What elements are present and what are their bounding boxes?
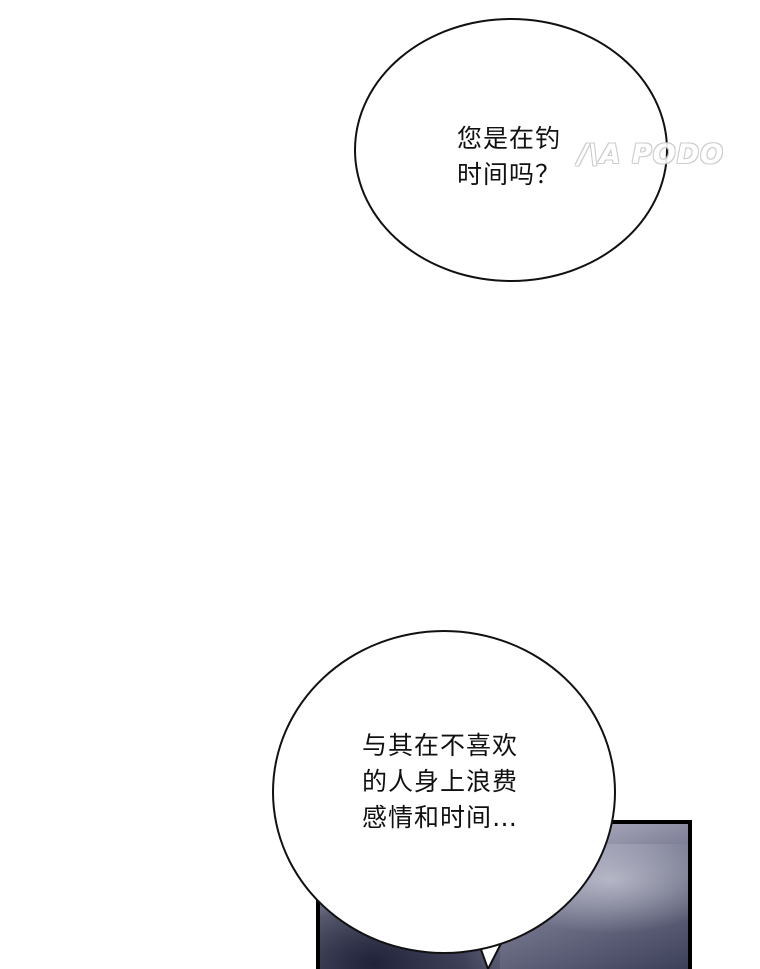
speech-line: 的人身上浪费 bbox=[361, 767, 518, 796]
speech-bubble-top: 您是在钓 时间吗？ bbox=[354, 18, 668, 282]
speech-bubble-bottom: 与其在不喜欢 的人身上浪费 感情和时间… bbox=[272, 630, 616, 954]
speech-line: 与其在不喜欢 bbox=[361, 731, 518, 760]
speech-line: 感情和时间… bbox=[361, 803, 518, 832]
speech-bubble-top-text: 您是在钓 时间吗？ bbox=[457, 121, 561, 193]
speech-line: 时间吗？ bbox=[456, 160, 561, 189]
speech-bubble-bottom-text: 与其在不喜欢 的人身上浪费 感情和时间… bbox=[362, 728, 518, 836]
speech-line: 您是在钓 bbox=[456, 124, 561, 153]
watermark-logo: /\A PODO bbox=[578, 139, 725, 170]
